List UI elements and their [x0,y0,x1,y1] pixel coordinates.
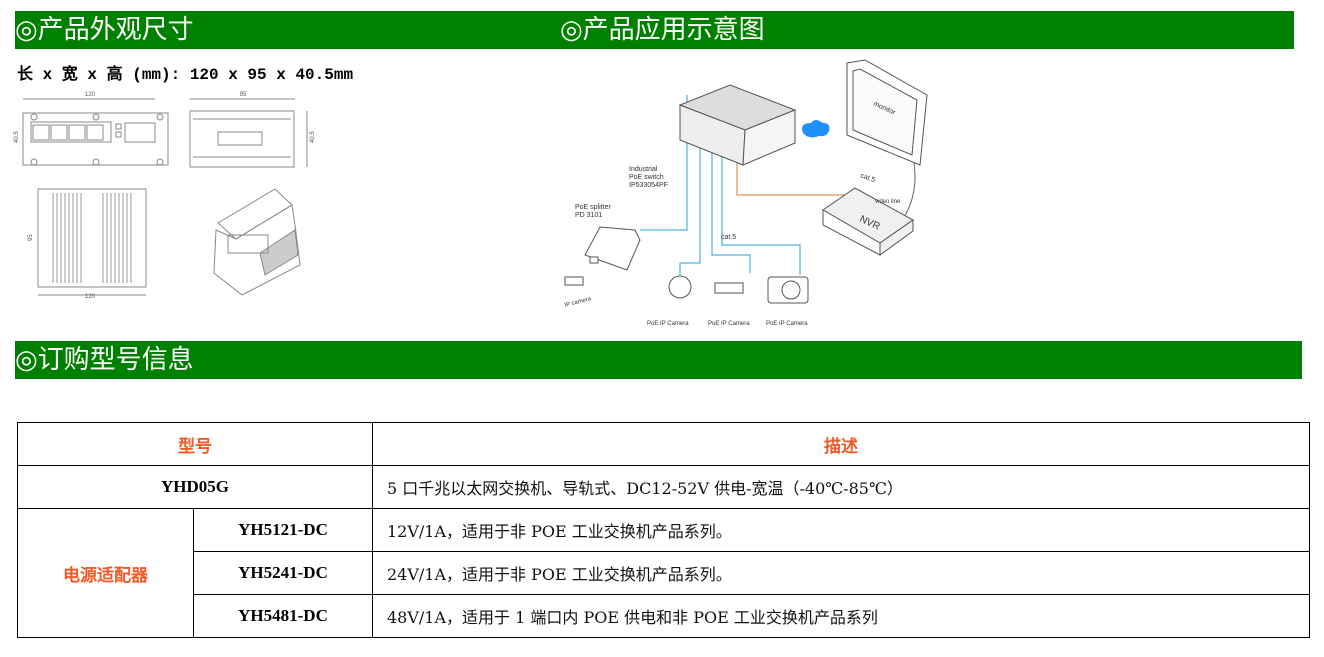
header-description: 描述 [372,422,1310,466]
model-cell: YH5121-DC [193,508,373,552]
ip-camera-label: IP camera [564,296,592,309]
video-line-label: video line [875,199,901,205]
isometric-view-drawing [213,188,301,296]
table-row: 电源适配器 YH5121-DC 12V/1A，适用于非 POE 工业交换机产品系… [17,508,1310,638]
table-header-row: 型号 描述 [17,422,1310,466]
model-cell: YH5481-DC [193,594,373,638]
poe-camera-label-2: PoE IP Camera [708,321,750,327]
side-view-drawing [189,98,308,168]
description-cell: 24V/1A，适用于非 POE 工业交换机产品系列。 [372,551,1310,595]
section-header-bar: ◎产品外观尺寸 ◎产品应用示意图 [15,11,1294,49]
front-width-label: 120 [85,92,96,98]
ordering-section-title: ◎订购型号信息 [15,345,194,375]
group-cell: 电源适配器 [17,508,194,638]
side-width-label: 95 [240,92,247,98]
model-cell: YH5241-DC [193,551,373,595]
poe-cables [640,95,801,275]
application-diagram: Industrial PoE switch IP533054PF PoE spl… [564,59,928,327]
switch-label-line2: PoE switch [629,174,664,181]
front-height-label: 40.5 [14,131,20,143]
switch-label-line1: Industrial [629,166,658,173]
table-row: YH5241-DC 24V/1A，适用于非 POE 工业交换机产品系列。 [18,551,1310,595]
product-dimension-drawings: 120 40.5 95 40.5 95 120 [14,92,316,300]
ordering-header-bar: ◎订购型号信息 [15,341,1302,379]
dome-camera-icon [668,275,692,299]
splitter-label-line2: PD 3101 [575,212,602,219]
description-cell: 5 口千兆以太网交换机、导轨式、DC12-52V 供电-宽温（-40℃-85℃） [372,465,1310,509]
bullet-camera-icon [714,282,744,294]
table-row: YH5481-DC 48V/1A，适用于 1 端口内 POE 供电和非 POE … [18,594,1310,638]
ip-camera-icon [564,276,584,286]
ordering-table: 型号 描述 YHD05G 5 口千兆以太网交换机、导轨式、DC12-52V 供电… [17,422,1310,638]
description-cell: 48V/1A，适用于 1 端口内 POE 供电和非 POE 工业交换机产品系列 [372,594,1310,638]
dimensions-section-title: ◎产品外观尺寸 [15,15,194,45]
poe-splitter-icon [584,226,641,271]
monitor-icon [846,59,928,166]
table-row: YHD05G 5 口千兆以太网交换机、导轨式、DC12-52V 供电-宽温（-4… [17,465,1310,509]
side-height-label: 40.5 [310,131,316,143]
dimensions-text: 长 x 宽 x 高 (mm): 120 x 95 x 40.5mm [17,66,354,84]
model-cell: YHD05G [17,465,373,509]
cloud-icon [802,120,830,138]
splitter-label-line1: PoE splitter [575,204,611,211]
cat5-label: cat.5 [721,234,736,241]
switch-label-line3: IP533054PF [629,182,668,189]
application-section-title: ◎产品应用示意图 [560,15,765,45]
top-width-label: 120 [85,294,96,300]
poe-camera-label-3: PoE IP Camera [766,321,808,327]
poe-camera-label-1: PoE IP Camera [647,321,689,327]
header-model: 型号 [17,422,373,466]
top-depth-label: 95 [28,234,34,241]
poe-switch-icon [678,84,797,166]
cat5-monitor-label: cat.5 [859,172,876,184]
nvr-icon [822,187,914,256]
top-view-drawing [37,188,147,296]
description-cell: 12V/1A，适用于非 POE 工业交换机产品系列。 [372,508,1310,552]
front-view-drawing [22,98,169,166]
